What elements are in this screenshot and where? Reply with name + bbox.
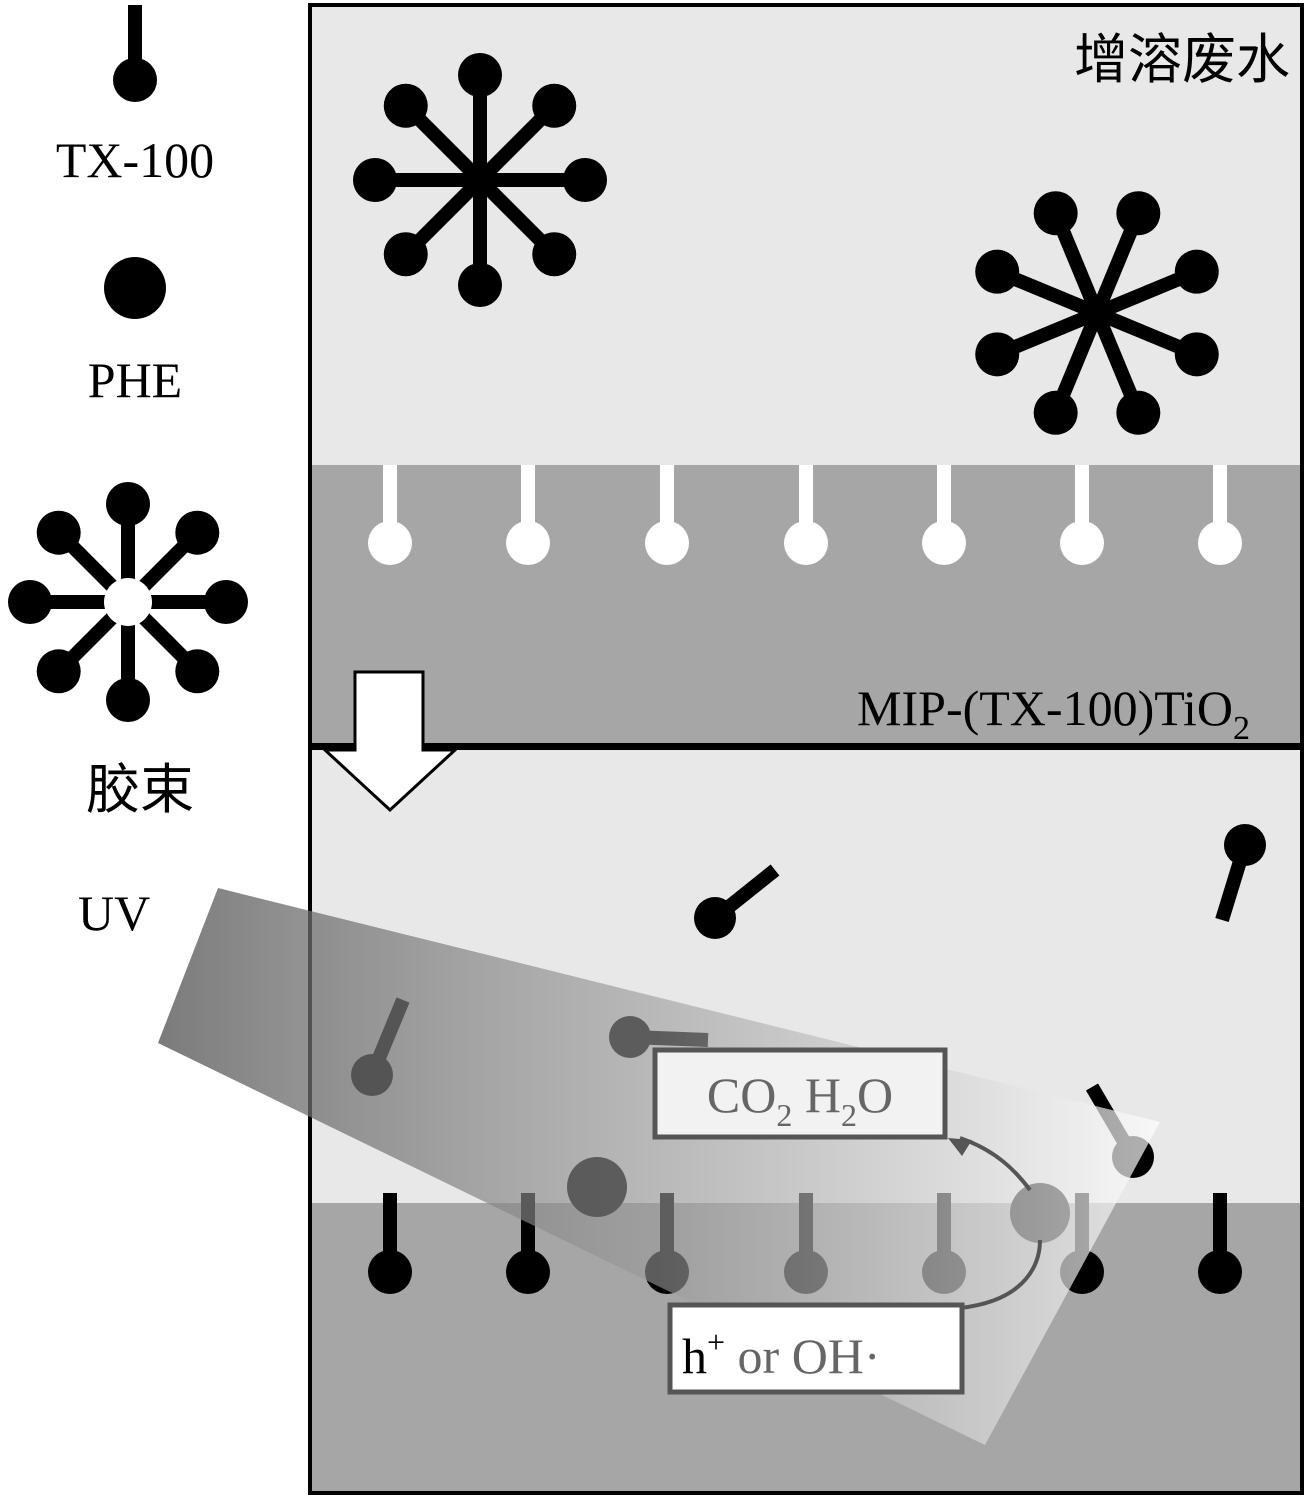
legend: TX-100 PHE 胶束 UV [8, 5, 248, 941]
surfactant-head [353, 158, 397, 202]
micelle-core [1083, 299, 1111, 327]
micelle [8, 482, 248, 722]
surfactant-head [383, 232, 428, 277]
surfactant-head [975, 249, 1020, 294]
micelle-core [466, 166, 494, 194]
surfactant-head [36, 510, 81, 555]
imprint-site [1198, 465, 1242, 565]
tx100-icon [113, 5, 157, 102]
surfactant-head [36, 649, 81, 694]
arrow-head-icon [948, 1138, 972, 1156]
surfactant-head [175, 649, 220, 694]
surfactant-head [458, 263, 502, 307]
surfactant-head [175, 510, 220, 555]
micelle-label: 胶束 [86, 760, 194, 820]
surfactant-head [563, 158, 607, 202]
phe-label: PHE [88, 352, 182, 408]
micelle-icon [8, 482, 248, 722]
surfactant-head [1174, 249, 1219, 294]
surfactant-head [1116, 191, 1161, 236]
micelle [353, 53, 607, 307]
imprint-site [1060, 465, 1104, 565]
reaction-labels: CO2 H2O h+ or OH· [652, 1047, 1042, 1395]
surfactant-head [975, 332, 1020, 377]
tx100-label: TX-100 [56, 132, 214, 188]
surfactant-head [1033, 390, 1078, 435]
surfactant-head [8, 580, 52, 624]
imprint-site [506, 465, 550, 565]
free-surfactant [1215, 824, 1266, 923]
bound-surfactant [1198, 1193, 1242, 1294]
micelle [975, 191, 1219, 435]
oxidant-label: h+ or OH· [682, 1324, 881, 1384]
surfactant-head [1033, 191, 1078, 236]
surfactant-head [106, 678, 150, 722]
surfactant-head [1116, 390, 1161, 435]
free-surfactant [694, 864, 780, 939]
imprint-site [645, 465, 689, 565]
surfactant-head [1174, 332, 1219, 377]
surfactant-head [106, 482, 150, 526]
bound-surfactant [368, 1193, 412, 1294]
oxidant-box [667, 1302, 965, 1395]
surfactant-head [532, 232, 577, 277]
down-arrow-icon [321, 670, 459, 813]
phe-icon [104, 257, 166, 319]
surfactant-head [204, 580, 248, 624]
surfactant-head [458, 53, 502, 97]
surfactant-head [532, 83, 577, 128]
surfactant-head [383, 83, 428, 128]
uv-label: UV [78, 885, 150, 941]
products-label: CO2 H2O [707, 1067, 893, 1133]
micelle-core [104, 578, 152, 626]
products-box [652, 1047, 948, 1140]
top-panel-border [308, 3, 1304, 747]
bottom-panel-border [308, 746, 1304, 1495]
imprint-site [368, 465, 412, 565]
mip-label: MIP-(TX-100)TiO2 [857, 680, 1250, 747]
wastewater-title: 增溶废水 [1074, 30, 1290, 90]
imprint-site [922, 465, 966, 565]
imprint-site [784, 465, 828, 565]
top-panel: 增溶废水 MIP-(TX-100)TiO2 [308, 3, 1304, 747]
